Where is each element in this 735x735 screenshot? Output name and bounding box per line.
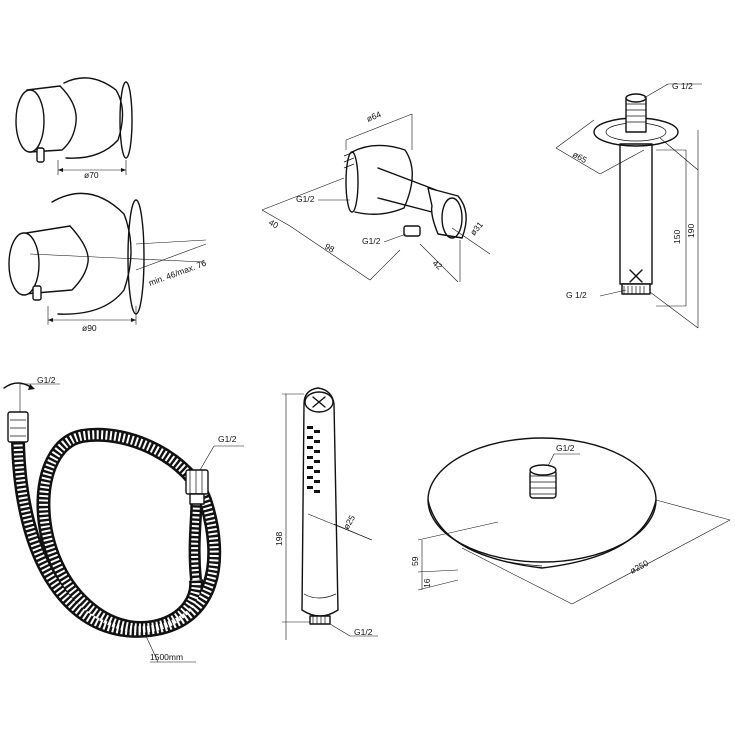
- hand-shower-nozzles: [307, 426, 320, 493]
- arm-g12-bottom-label: G 1/2: [566, 290, 587, 300]
- hand-g12-label: G1/2: [354, 627, 373, 637]
- hose-length-label: 1500mm: [150, 652, 183, 662]
- wall-g12-label-b: G1/2: [362, 236, 381, 246]
- head-d250-label: ø250: [628, 558, 650, 576]
- head-16-label: 16: [422, 578, 432, 588]
- mixer-large-view: ø90 min. 46/max. 76: [8, 192, 208, 333]
- shower-hose-view: G1/2 G1/2 1500mm: [3, 375, 244, 663]
- hand-shower-view: 198 ø25 G1/2: [274, 387, 378, 640]
- wall-d64-label: ø64: [365, 109, 383, 124]
- ceiling-arm-view: G 1/2 ø65 150 190 G 1/2: [555, 81, 702, 329]
- wall-40-label: 40: [267, 217, 280, 231]
- arm-g12-top-label: G 1/2: [672, 81, 693, 91]
- arm-150-label: 150: [672, 230, 682, 244]
- arm-190-label: 190: [686, 224, 696, 238]
- wall-d31-label: ø31: [468, 219, 485, 237]
- hand-198-label: 198: [274, 532, 284, 546]
- wall-outlet-view: ø64 G1/2 40 98 G1/2 42 ø31: [261, 109, 491, 283]
- wall-g12-label-a: G1/2: [296, 194, 315, 204]
- hose-g12-right-label: G1/2: [218, 434, 237, 444]
- hose-g12-left-label: G1/2: [37, 375, 56, 385]
- hand-d25-label: ø25: [341, 513, 357, 531]
- mixer-small-view: ø70: [15, 77, 133, 180]
- wall-42-label: 42: [431, 258, 445, 272]
- arm-d65-label: ø65: [571, 149, 589, 165]
- mixer-d70-label: ø70: [84, 170, 99, 180]
- head-g12-label: G1/2: [556, 443, 575, 453]
- wall-98-label: 98: [323, 241, 336, 255]
- shower-head-view: G1/2 ø250 59 16: [410, 437, 731, 605]
- mixer-d90-label: ø90: [82, 323, 97, 333]
- head-59-label: 59: [410, 556, 420, 566]
